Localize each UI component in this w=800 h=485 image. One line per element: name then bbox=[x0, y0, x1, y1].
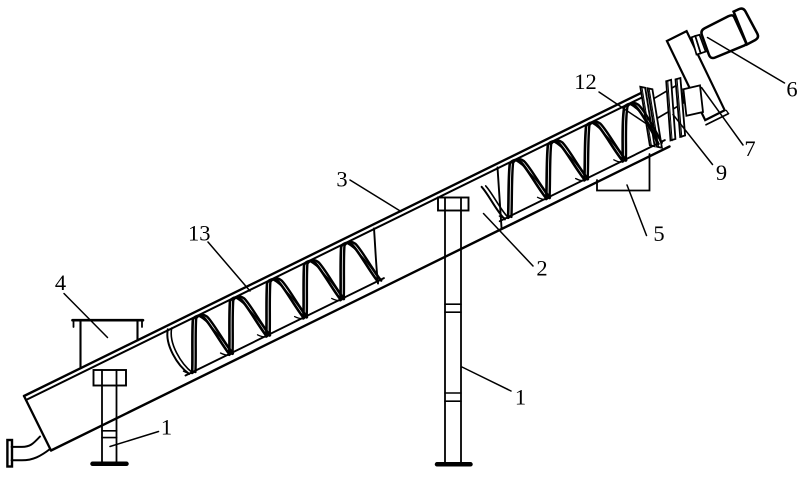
svg-text:2: 2 bbox=[536, 256, 547, 281]
svg-text:13: 13 bbox=[188, 221, 211, 246]
svg-text:3: 3 bbox=[336, 167, 347, 192]
svg-text:1: 1 bbox=[515, 385, 526, 410]
svg-text:6: 6 bbox=[786, 77, 797, 102]
svg-text:4: 4 bbox=[55, 270, 66, 295]
svg-text:12: 12 bbox=[574, 69, 597, 94]
svg-text:9: 9 bbox=[716, 160, 727, 185]
svg-text:5: 5 bbox=[653, 221, 664, 246]
svg-text:1: 1 bbox=[161, 415, 172, 440]
svg-text:7: 7 bbox=[744, 136, 755, 161]
